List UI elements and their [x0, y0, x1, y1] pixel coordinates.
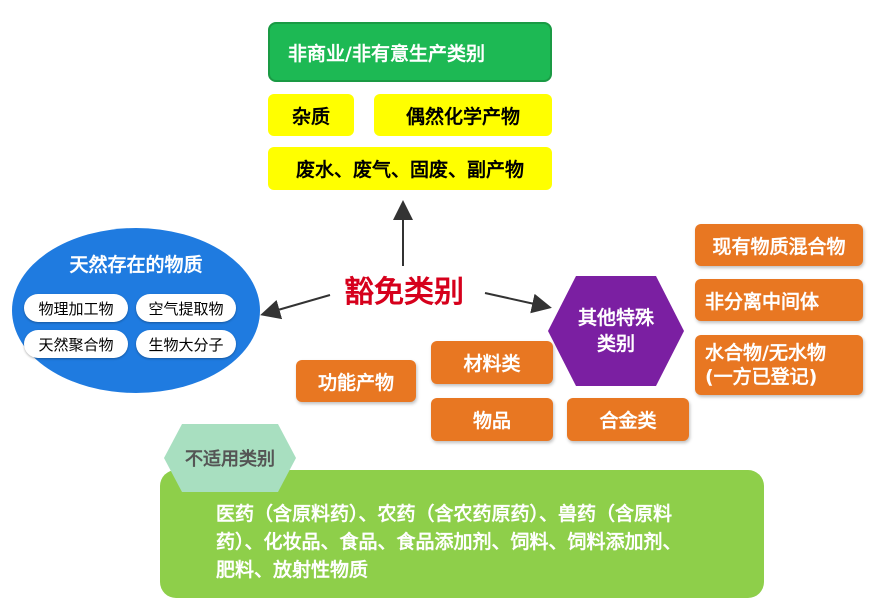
non-commercial-header: 非商业/非有意生产类别 [268, 22, 552, 82]
natural-substances-ellipse: 天然存在的物质 物理加工物 空气提取物 天然聚合物 生物大分子 [12, 228, 260, 393]
natural-substances-title: 天然存在的物质 [69, 254, 203, 276]
natural-item-biomacromolecule: 生物大分子 [136, 330, 236, 358]
impurity-box: 杂质 [268, 94, 354, 136]
hydrate-box: 水合物/无水物 (一方已登记) [695, 335, 863, 395]
special-category-line1: 其他特殊 [577, 307, 654, 329]
arrow-left [260, 294, 331, 320]
incidental-product-box: 偶然化学产物 [374, 94, 552, 136]
natural-item-air-extract: 空气提取物 [136, 294, 236, 322]
waste-byproduct-box: 废水、废气、固废、副产物 [268, 147, 552, 190]
hydrate-line2: (一方已登记) [705, 366, 818, 388]
special-category-line2: 类别 [596, 333, 635, 355]
hydrate-line1: 水合物/无水物 [705, 342, 826, 364]
natural-item-natural-polymer: 天然聚合物 [24, 330, 128, 358]
alloy-box: 合金类 [567, 398, 689, 441]
not-applicable-label: 不适用类别 [185, 449, 275, 470]
natural-item-physical-processing: 物理加工物 [24, 294, 128, 322]
functional-product-box: 功能产物 [296, 360, 416, 402]
not-applicable-line1: 医药（含原料药）、农药（含农药原药）、兽药（含原料 [216, 503, 673, 525]
not-applicable-line2: 药）、化妆品、食品、食品添加剂、饲料、饲料添加剂、 [216, 531, 682, 553]
special-category-label: 其他特殊 类别 [548, 300, 684, 362]
arrow-right [484, 292, 552, 314]
material-box: 材料类 [431, 341, 553, 384]
existing-mixture-box: 现有物质混合物 [695, 224, 863, 266]
exemption-category-title: 豁免类别 [344, 275, 464, 310]
not-applicable-line3: 肥料、放射性物质 [216, 559, 369, 581]
non-isolated-intermediate-box: 非分离中间体 [695, 279, 863, 321]
article-box: 物品 [431, 398, 553, 441]
